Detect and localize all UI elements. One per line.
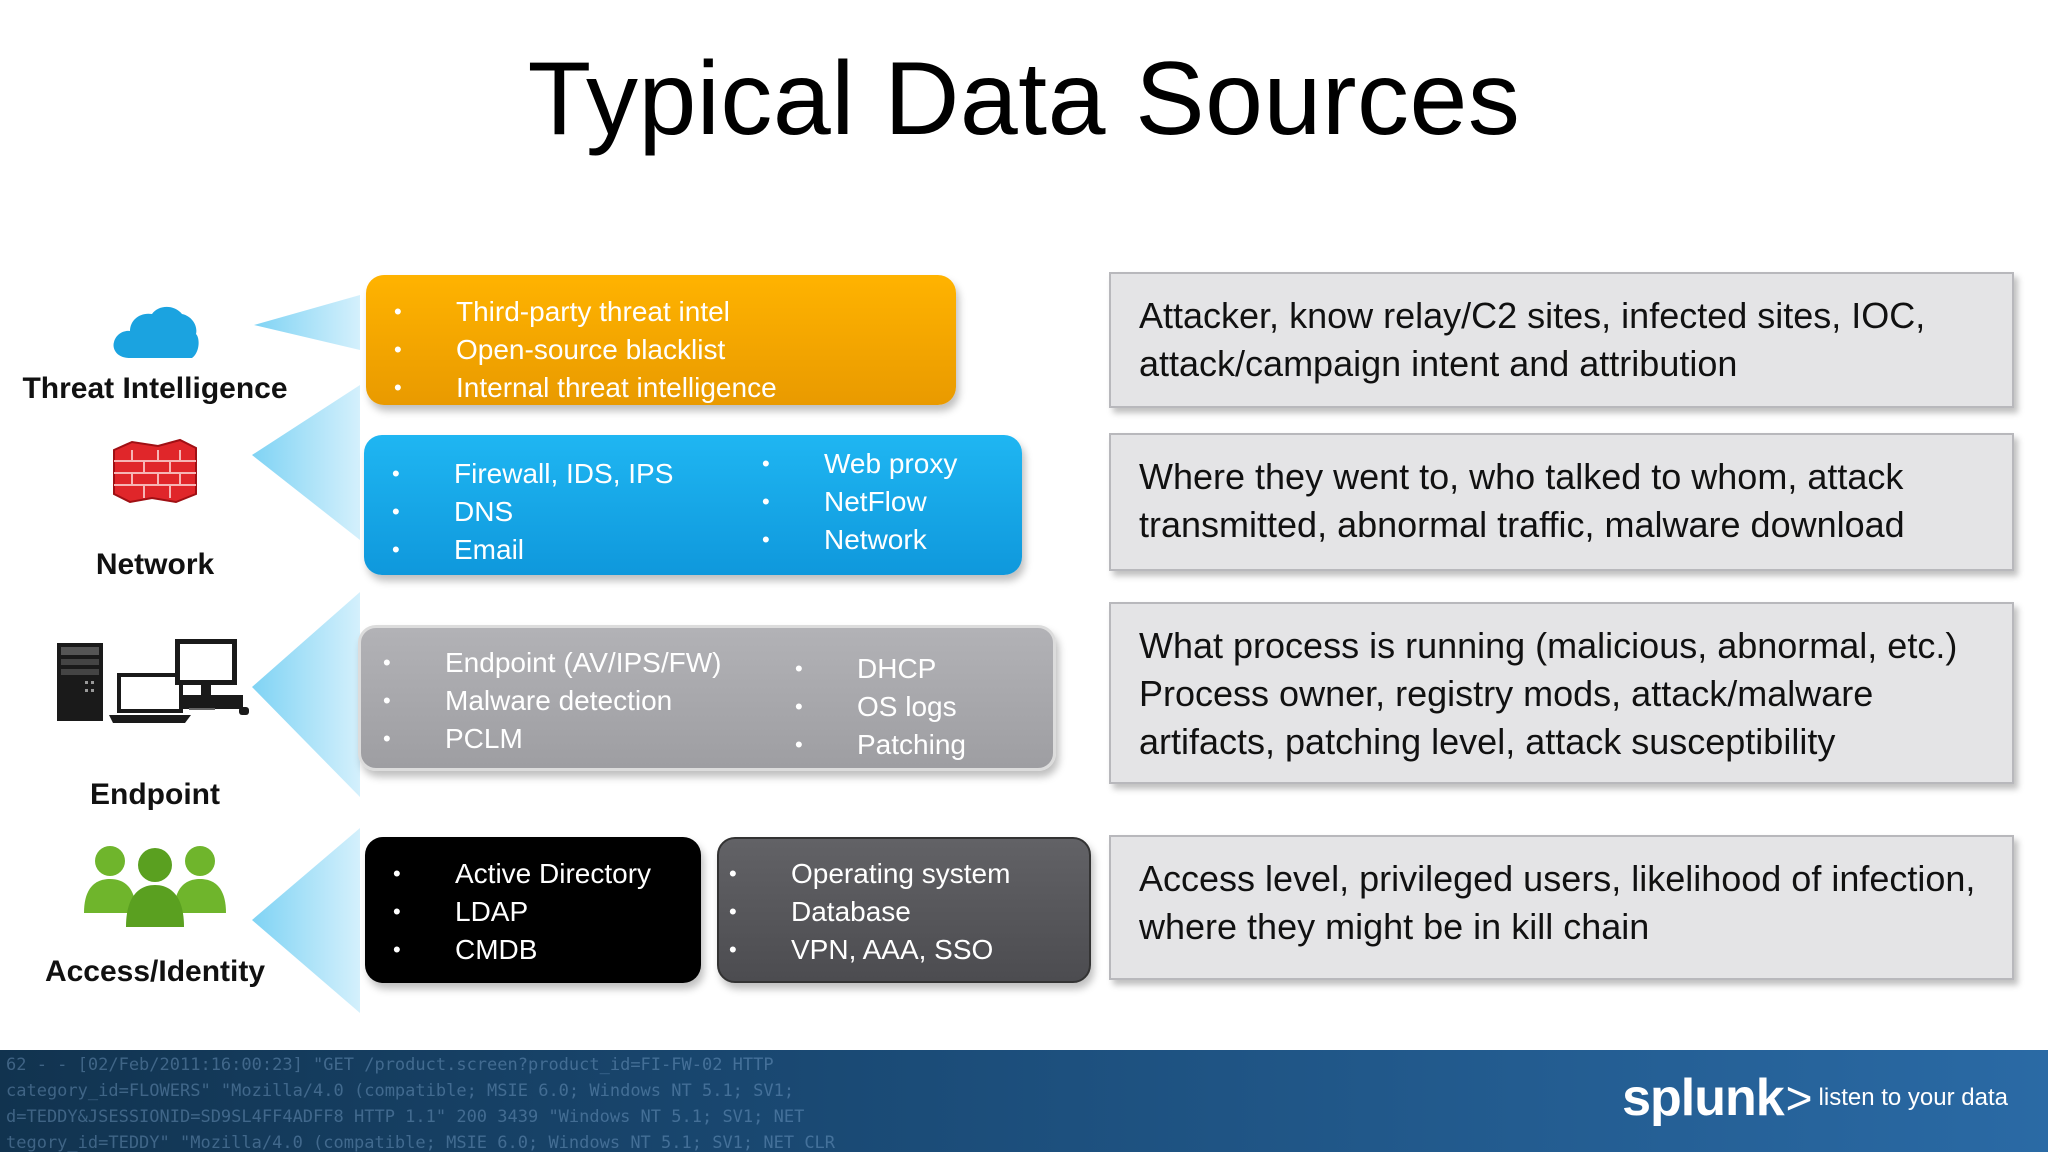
list-item: Firewall, IDS, IPS xyxy=(364,455,673,493)
list-item: DHCP xyxy=(767,650,966,688)
list-item: Patching xyxy=(767,726,966,764)
list-item: Web proxy xyxy=(734,445,957,483)
computers-icon xyxy=(57,639,249,723)
list-item: Internal threat intelligence xyxy=(366,369,777,407)
brand-name: splunk xyxy=(1622,1069,1785,1127)
list-item: CMDB xyxy=(365,931,651,969)
chevron-icon: > xyxy=(1785,1072,1813,1124)
footer-banner: 62 - - [02/Feb/2011:16:00:23] "GET /prod… xyxy=(0,1050,2048,1152)
endpoint-box: Endpoint (AV/IPS/FW) Malware detection P… xyxy=(358,625,1056,771)
list-item: OS logs xyxy=(767,688,966,726)
list-item: Third-party threat intel xyxy=(366,293,777,331)
list-item: Open-source blacklist xyxy=(366,331,777,369)
log-text-background: 62 - - [02/Feb/2011:16:00:23] "GET /prod… xyxy=(6,1055,836,1152)
list-item: NetFlow xyxy=(734,483,957,521)
list-item: Active Directory xyxy=(365,855,651,893)
category-label-endpoint: Endpoint xyxy=(90,778,220,811)
list-item: VPN, AAA, SSO xyxy=(701,931,1010,969)
threat-intel-box: Third-party threat intel Open-source bla… xyxy=(366,275,956,407)
list-item: PCLM xyxy=(355,720,721,758)
slide-title: Typical Data Sources xyxy=(527,41,1521,157)
network-box: Firewall, IDS, IPS DNS Email Web proxy N… xyxy=(364,435,1022,575)
list-item: LDAP xyxy=(365,893,651,931)
access-directory-box: Active Directory LDAP CMDB xyxy=(365,837,701,983)
category-label-threat-intelligence: Threat Intelligence xyxy=(22,372,288,405)
list-item: Malware detection xyxy=(355,682,721,720)
description-access-identity: Access level, privileged users, likeliho… xyxy=(1109,835,2014,980)
category-label-access-identity: Access/Identity xyxy=(44,955,266,988)
brand-tagline: listen to your data xyxy=(1818,1084,2008,1111)
cloud-icon xyxy=(113,306,199,358)
description-endpoint: What process is running (malicious, abno… xyxy=(1109,602,2014,784)
description-network: Where they went to, who talked to whom, … xyxy=(1109,433,2014,571)
list-item: DNS xyxy=(364,493,673,531)
access-systems-box: Operating system Database VPN, AAA, SSO xyxy=(717,837,1091,983)
callout-wedge-endpoint xyxy=(252,592,360,797)
list-item: Email xyxy=(364,531,673,569)
category-label-network: Network xyxy=(95,548,215,581)
list-item: Endpoint (AV/IPS/FW) xyxy=(355,644,721,682)
list-item: Operating system xyxy=(701,855,1010,893)
callout-wedge-network xyxy=(252,385,360,540)
firewall-icon xyxy=(113,438,197,504)
description-threat-intelligence: Attacker, know relay/C2 sites, infected … xyxy=(1109,272,2014,408)
users-icon xyxy=(84,846,226,927)
list-item: Network xyxy=(734,521,957,559)
callout-wedge-access xyxy=(252,828,360,1013)
callout-wedge-threat xyxy=(254,295,360,350)
splunk-logo: splunk>listen to your data xyxy=(1622,1068,2008,1128)
list-item: Database xyxy=(701,893,1010,931)
